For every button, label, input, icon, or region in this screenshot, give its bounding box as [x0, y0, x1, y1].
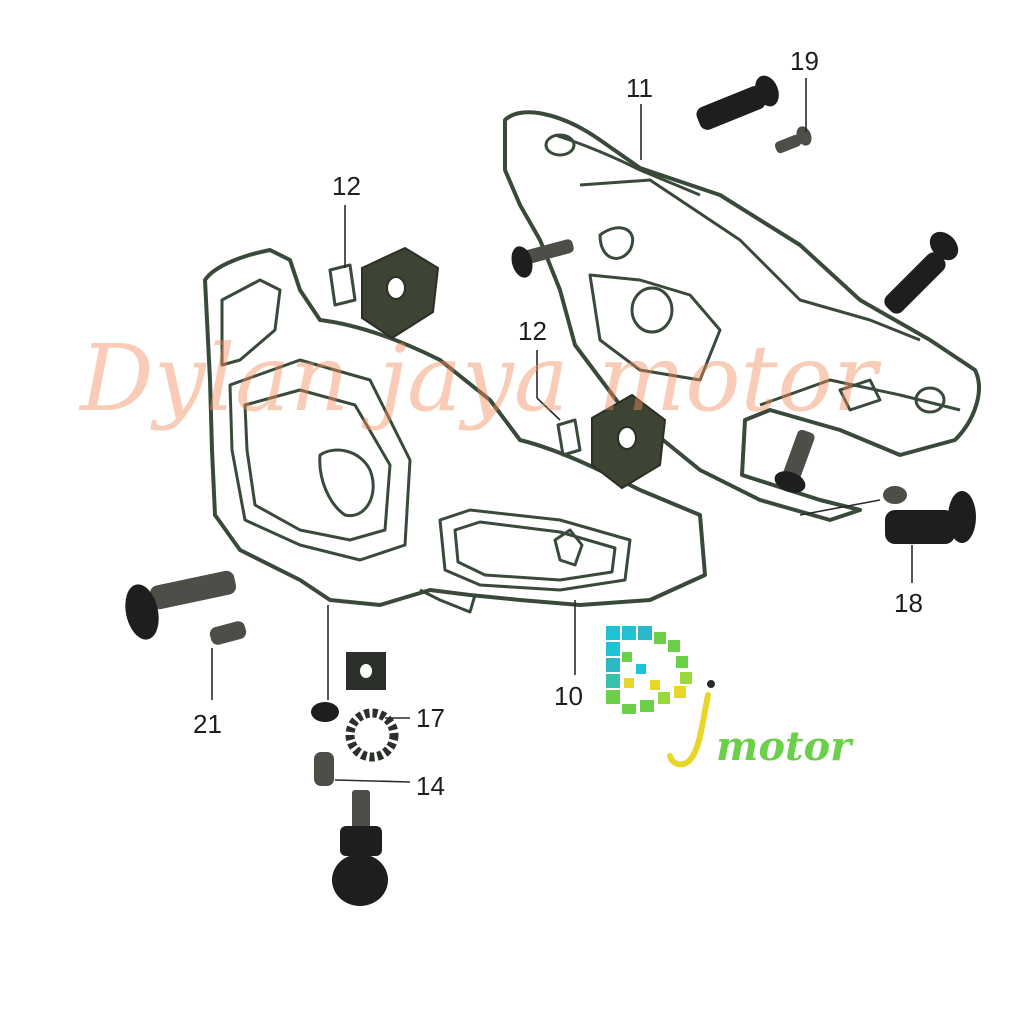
- callout-17: 17: [416, 703, 445, 733]
- tapping-screw-upper: [511, 239, 574, 278]
- bolt-bottom: [332, 790, 388, 906]
- collar-14: [314, 752, 334, 786]
- bolt-18: [883, 486, 976, 544]
- toothed-washer-17: [345, 708, 399, 762]
- leader-lines: [211, 78, 913, 783]
- bolt-21: [125, 570, 237, 640]
- grommet-21: [209, 621, 247, 645]
- bolt-upper-right: [884, 231, 959, 314]
- bolt-19-long: [696, 75, 779, 130]
- callout-14: 14: [416, 771, 445, 801]
- square-nut-bottom: [346, 652, 386, 690]
- screw-19-small: [774, 126, 812, 154]
- logo-j-letter: [667, 692, 711, 768]
- cage-nut-12-lower: [591, 393, 667, 490]
- logo-wordmark: motor: [716, 723, 854, 770]
- tapping-screw-lower: [774, 429, 815, 493]
- clip-12-upper: [328, 263, 357, 307]
- callout-19: 19: [790, 46, 819, 76]
- logo-pixel-mark: [606, 626, 692, 714]
- callout-10: 10: [554, 681, 583, 711]
- clip-12-lower: [556, 418, 582, 457]
- logo: motor: [606, 626, 854, 770]
- watermark-text: Dylan jaya motor: [78, 325, 882, 432]
- logo-j-dot: [707, 680, 715, 688]
- callout-21: 21: [193, 709, 222, 739]
- part-10-headlight-cover: [203, 248, 707, 614]
- cage-nut-12-upper: [361, 246, 440, 340]
- callout-12-upper: 12: [332, 171, 361, 201]
- callout-12-lower: 12: [518, 316, 547, 346]
- callout-11: 11: [626, 73, 653, 103]
- rubber-washer: [311, 702, 339, 722]
- part-11-bracket: [503, 110, 981, 522]
- callout-18: 18: [894, 588, 923, 618]
